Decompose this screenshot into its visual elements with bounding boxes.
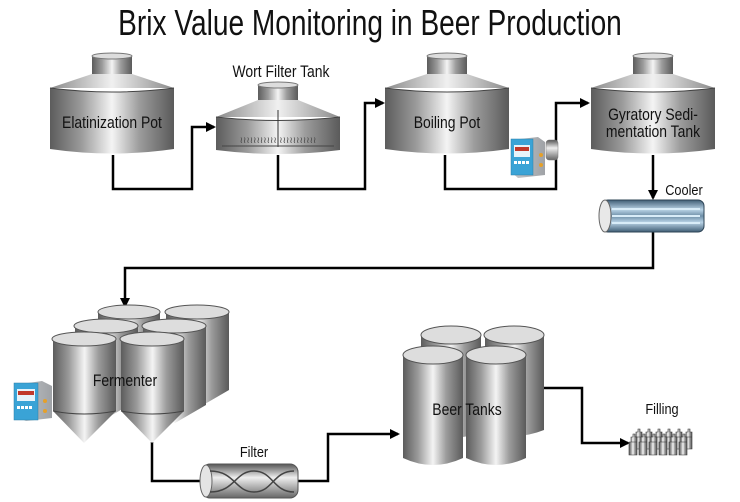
gelatinization-pot-label: Elatinization Pot: [62, 114, 162, 133]
wort-filter-tank-label: Wort Filter Tank: [232, 63, 329, 82]
flow-boiling-to-sedimentation: [443, 98, 590, 191]
fermenter-group[interactable]: Fermenter: [51, 304, 230, 443]
cooler-label: Cooler: [665, 181, 703, 198]
gelatinization-pot[interactable]: Elatinization Pot: [49, 52, 175, 154]
boiling-pot-label: Boiling Pot: [414, 114, 481, 133]
filling-label: Filling: [645, 400, 678, 417]
filter[interactable]: Filter: [199, 443, 299, 499]
sedimentation-tank-label-line2: mentation Tank: [606, 123, 700, 142]
sedimentation-tank-label-line1: Gyratory Sedi-: [608, 106, 698, 125]
diagram-title: Brix Value Monitoring in Beer Production: [118, 2, 622, 43]
beer-tanks-label: Beer Tanks: [432, 401, 502, 420]
wort-filter-tank[interactable]: Wort Filter Tank ≀≀≀≀≀≀≀≀≀≀≀ ≀≀≀≀≀≀≀≀≀≀≀: [215, 63, 341, 154]
bottles-icon: [628, 428, 693, 456]
fermenter-tank: [51, 331, 117, 443]
flow-cooler-to-fermenter: [120, 232, 655, 308]
flow-beer-tanks-to-filling: [528, 386, 630, 448]
flow-filter-to-beer-tanks: [295, 429, 400, 483]
brix-meter-fermenter[interactable]: [13, 381, 52, 421]
flow-filter-to-boiling: [276, 98, 385, 191]
fermenter-tank: [119, 331, 185, 443]
flow-fermenter-to-filter: [150, 442, 205, 483]
filling-station[interactable]: Filling: [628, 400, 693, 456]
sedimentation-tank[interactable]: Gyratory Sedi- mentation Tank: [590, 52, 716, 154]
meter-display-icon: [18, 391, 34, 395]
filter-screen-pattern: ≀≀≀≀≀≀≀≀≀≀≀ ≀≀≀≀≀≀≀≀≀≀≀: [240, 135, 317, 145]
flow-pot-to-filter: [111, 122, 216, 191]
beer-tank: [402, 345, 464, 465]
cooler[interactable]: Cooler: [598, 181, 705, 233]
filter-label: Filter: [240, 443, 269, 460]
beer-tank: [465, 345, 527, 465]
brix-meter-boiling[interactable]: [510, 137, 559, 178]
flow-lines: [111, 98, 658, 483]
fermenter-label: Fermenter: [93, 372, 157, 391]
boiling-pot[interactable]: Boiling Pot: [384, 52, 510, 154]
meter-display-icon: [515, 147, 529, 151]
beer-tanks[interactable]: Beer Tanks: [402, 325, 545, 465]
